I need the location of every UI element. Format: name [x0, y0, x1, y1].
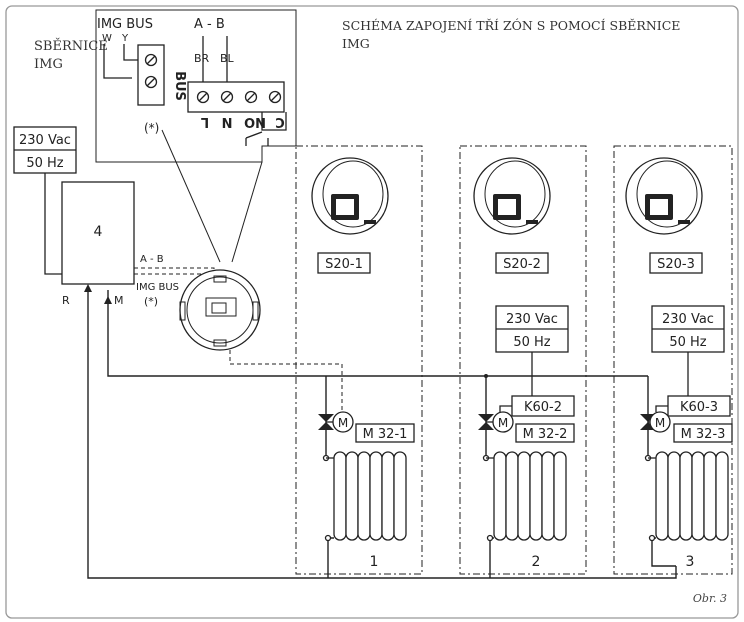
zone-2: S20-2 230 Vac 50 Hz K60-2 M M 32-2	[459, 145, 587, 578]
relay-contact	[245, 131, 269, 146]
bus-label: BUS	[172, 71, 187, 101]
actuator-m: M	[655, 416, 665, 430]
zone-number: 1	[370, 554, 379, 570]
br-label: BR	[194, 52, 210, 65]
supply-frequency: 50 Hz	[26, 156, 63, 171]
radiator	[493, 451, 567, 541]
terminal-detail: IMG BUS W Y A - B BR BL (*) BUS L N NO C	[95, 9, 297, 163]
actuator-label: M 32-3	[681, 427, 726, 442]
terminal-screw	[144, 75, 158, 89]
relay-wire	[261, 112, 287, 131]
zone-thermostat-label: S20-3	[657, 257, 695, 272]
zone-supply-frequency: 50 Hz	[513, 335, 550, 350]
diagram-title: SCHÉMA ZAPOJENÍ TŘÍ ZÓN S POMOCÍ SBĚRNIC…	[342, 17, 680, 33]
master-thermostat-base	[179, 269, 261, 351]
actuator-icon	[649, 411, 671, 433]
boiler-ab-label: A - B	[140, 254, 164, 265]
flow-label: M	[114, 294, 124, 307]
supply-wire	[44, 173, 62, 275]
flow-pipe	[107, 290, 648, 377]
n-label: N	[222, 114, 233, 129]
zone-supply-voltage: 230 Vac	[662, 312, 714, 327]
zone-supply-frequency: 50 Hz	[669, 335, 706, 350]
zone-boundary	[295, 145, 423, 575]
return-label: R	[62, 294, 70, 307]
bus-title-2: IMG	[34, 57, 63, 72]
supply-voltage: 230 Vac	[19, 133, 71, 148]
outer-frame	[5, 5, 739, 619]
diagram-title-2: IMG	[342, 36, 370, 51]
zone-thermostat-label: S20-1	[325, 257, 363, 272]
zone-thermostat-label: S20-2	[503, 257, 541, 272]
relay-label: K60-3	[680, 400, 718, 415]
actuator-icon	[492, 411, 514, 433]
c-label: C	[275, 114, 285, 129]
bus-title: SBĚRNICE	[34, 38, 108, 54]
zone-3: S20-3 230 Vac 50 Hz K60-3 M M 32-3	[613, 145, 733, 575]
return-arrow	[84, 284, 92, 292]
terminal-screw	[144, 53, 158, 67]
l-label: L	[201, 114, 209, 129]
boiler-number: 4	[94, 224, 103, 240]
zone-1: S20-1 M M 32-1 1	[295, 145, 423, 578]
img-bus-label: IMG BUS	[97, 17, 153, 32]
figure-label: Obr. 3	[693, 592, 727, 605]
zone-boundary	[613, 145, 733, 575]
callout-leader	[161, 129, 221, 263]
power-terminal	[187, 81, 285, 113]
radiator	[333, 451, 407, 541]
w-label: W	[102, 33, 112, 44]
callout-leader	[231, 161, 263, 263]
y-label: Y	[121, 33, 129, 44]
zone-supply-voltage: 230 Vac	[506, 312, 558, 327]
asterisk-note: (*)	[144, 121, 159, 135]
radiator	[655, 451, 729, 541]
boiler-asterisk: (*)	[144, 295, 158, 308]
y-wire	[123, 44, 138, 61]
zone-number: 3	[686, 554, 695, 570]
actuator-icon	[332, 411, 354, 433]
no-label: NO	[244, 114, 266, 129]
actuator-m: M	[498, 416, 508, 430]
actuator-label: M 32-2	[523, 427, 568, 442]
main-supply: 230 Vac 50 Hz	[13, 126, 77, 174]
boiler-img-bus-label: IMG BUS	[136, 282, 179, 293]
ab-label: A - B	[194, 17, 225, 32]
actuator-label: M 32-1	[363, 427, 408, 442]
boiler: 4 A - B IMG BUS (*) R M	[61, 181, 179, 308]
zone-boundary	[459, 145, 587, 575]
return-pipe	[87, 290, 677, 579]
actuator-m: M	[338, 416, 348, 430]
actuator-control-line	[229, 350, 343, 410]
zone-number: 2	[532, 554, 541, 570]
w-wire	[103, 44, 132, 79]
flow-arrow	[104, 296, 112, 304]
relay-label: K60-2	[524, 400, 562, 415]
